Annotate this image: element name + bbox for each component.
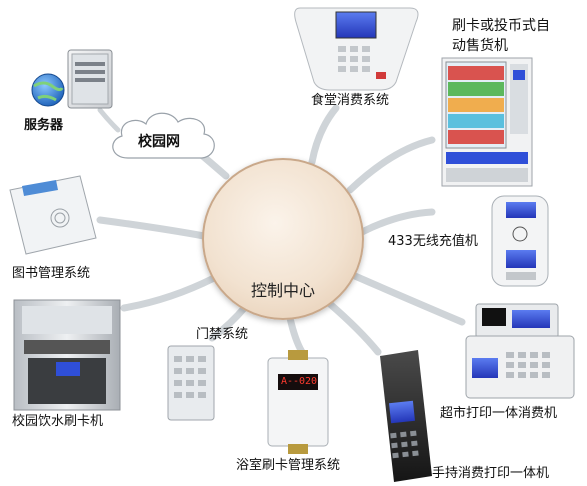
library-reader-icon bbox=[9, 175, 97, 255]
connector-server-cloud bbox=[97, 107, 121, 133]
server-icon bbox=[31, 49, 113, 109]
handheld-label: 手持消费打印一体机 bbox=[432, 466, 550, 481]
bath-label: 浴室刷卡管理系统 bbox=[236, 458, 341, 473]
connector-water bbox=[120, 274, 218, 312]
vending-machine-icon bbox=[441, 57, 533, 187]
connector-canteen bbox=[308, 104, 340, 166]
water-label: 校园饮水刷卡机 bbox=[12, 414, 104, 429]
control-center-node: 控制中心 bbox=[202, 158, 364, 320]
supermarket-label: 超市打印一体消费机 bbox=[440, 406, 558, 421]
connector-vending bbox=[346, 136, 436, 194]
water-dispenser-icon bbox=[13, 299, 121, 411]
connector-handheld bbox=[326, 300, 382, 356]
bath-display-readout: A--020 bbox=[280, 376, 318, 387]
connector-lines bbox=[96, 104, 466, 356]
campus-network-label: 校园网 bbox=[138, 134, 180, 150]
bath-controller-icon bbox=[267, 350, 329, 454]
recharge-label: 433无线充值机 bbox=[388, 234, 478, 249]
connector-recharge bbox=[358, 208, 436, 236]
vending-label: 刷卡或投币式自 动售货机 bbox=[452, 18, 550, 54]
server-label: 服务器 bbox=[24, 118, 64, 133]
connector-bath bbox=[286, 314, 306, 356]
control-center-label: 控制中心 bbox=[250, 281, 315, 300]
access-control-icon bbox=[167, 345, 215, 421]
library-label: 图书管理系统 bbox=[12, 266, 91, 281]
cloud-shape bbox=[112, 112, 215, 159]
connector-supermarket bbox=[351, 272, 466, 326]
handheld-terminal-icon bbox=[380, 350, 432, 482]
supermarket-pos-icon bbox=[465, 303, 575, 399]
canteen-label: 食堂消费系统 bbox=[311, 93, 390, 108]
connector-library bbox=[96, 216, 208, 240]
access-label: 门禁系统 bbox=[196, 327, 249, 342]
canteen-terminal-icon bbox=[294, 7, 419, 91]
recharge-terminal-icon bbox=[491, 195, 549, 287]
